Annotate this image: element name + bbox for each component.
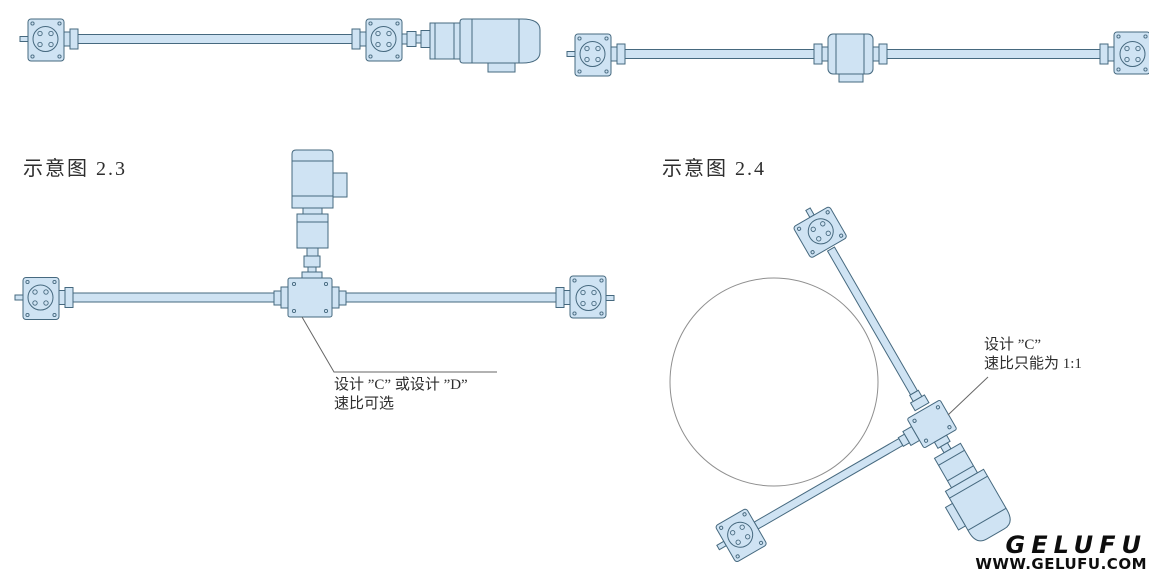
gearbox-left bbox=[566, 33, 612, 77]
central-t-gearbox bbox=[273, 277, 347, 318]
motor-coupling bbox=[303, 255, 321, 268]
diagram-2-3 bbox=[14, 149, 615, 373]
gearbox-right bbox=[1113, 31, 1149, 75]
gear-reducer bbox=[429, 22, 461, 60]
figure-2-4-title: 示意图 2.4 bbox=[662, 158, 766, 180]
gearbox-top bbox=[788, 198, 848, 259]
leader-line-2-4 bbox=[947, 376, 989, 416]
shaft-coupling bbox=[813, 43, 829, 65]
shaft-coupling bbox=[555, 287, 571, 308]
center-drive-unit bbox=[827, 33, 874, 83]
connecting-shaft bbox=[753, 437, 904, 530]
note-line: 设计 ”C” bbox=[984, 337, 1042, 353]
terminal-box bbox=[332, 172, 348, 198]
motor-foot bbox=[487, 62, 516, 73]
connecting-shaft bbox=[77, 34, 353, 44]
logo-wordmark: GELUFU bbox=[1005, 531, 1147, 559]
electric-motor bbox=[944, 468, 1011, 542]
motor-coupling bbox=[401, 30, 433, 48]
input-flange bbox=[301, 271, 323, 279]
connecting-shaft bbox=[624, 49, 815, 59]
connecting-shaft bbox=[345, 292, 559, 303]
gearbox-right bbox=[569, 275, 615, 319]
shaft-coupling bbox=[58, 287, 74, 308]
diagram-top-left bbox=[19, 18, 541, 73]
gearbox-right bbox=[365, 18, 403, 62]
shaft-coupling bbox=[351, 28, 367, 50]
shaft-coupling bbox=[897, 433, 911, 448]
shaft-coupling bbox=[63, 28, 79, 50]
brand-logo: GELUFU WWW.GELUFU.COM bbox=[975, 531, 1147, 573]
electric-motor bbox=[459, 18, 541, 73]
gear-reducer bbox=[296, 213, 329, 249]
figure-2-4-note: 设计 ”C” 速比只能为 1:1 bbox=[984, 336, 1082, 374]
motor-coupling bbox=[306, 247, 319, 257]
motor-assembly bbox=[933, 434, 1011, 542]
electric-motor bbox=[291, 149, 334, 209]
gear-reducer bbox=[933, 442, 979, 489]
figure-2-3-title: 示意图 2.3 bbox=[23, 158, 127, 180]
connecting-shaft bbox=[826, 246, 919, 396]
shaft-coupling bbox=[610, 43, 626, 65]
note-line: 设计 ”C” 或设计 ”D” bbox=[334, 377, 468, 393]
shaft-coupling bbox=[872, 43, 888, 65]
gearbox-left bbox=[14, 277, 60, 320]
shaft-coupling bbox=[1099, 43, 1115, 65]
gearbox-left bbox=[19, 18, 65, 62]
figure-2-3-note: 设计 ”C” 或设计 ”D” 速比可选 bbox=[334, 376, 468, 414]
leader-line-2-3 bbox=[301, 316, 497, 373]
motor-foot bbox=[838, 73, 864, 83]
diagram-top-right bbox=[566, 31, 1149, 83]
note-line: 速比可选 bbox=[334, 396, 395, 412]
note-line: 速比只能为 1:1 bbox=[984, 356, 1082, 372]
logo-website: WWW.GELUFU.COM bbox=[975, 555, 1147, 573]
connecting-shaft bbox=[886, 49, 1101, 59]
diagram-2-4-assembly bbox=[707, 198, 1011, 568]
gearbox-bottom-left bbox=[707, 507, 768, 568]
vertical-motor-assembly bbox=[291, 149, 348, 279]
shaft-coupling bbox=[908, 389, 923, 403]
motor-coupling bbox=[307, 266, 317, 273]
connecting-shaft bbox=[72, 292, 281, 303]
motor-foot bbox=[944, 502, 967, 531]
layout-guide-circle bbox=[669, 277, 879, 487]
